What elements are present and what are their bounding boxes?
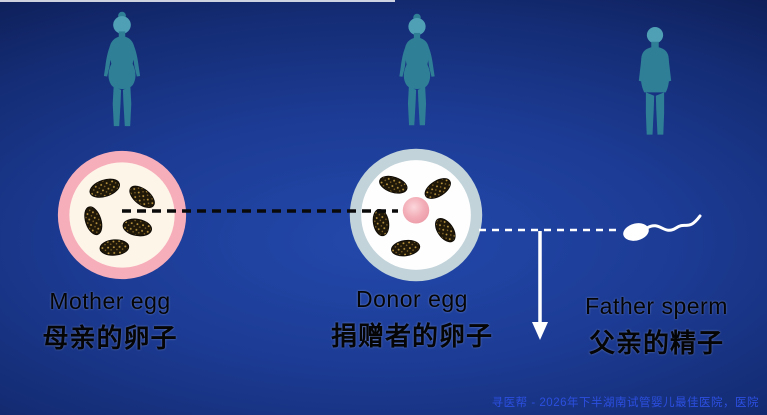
- mother-egg-icon: [57, 150, 187, 280]
- mother-egg: [55, 148, 189, 287]
- sperm-icon: [623, 214, 702, 241]
- donor-nucleus: [402, 197, 430, 224]
- father-sperm: [618, 202, 708, 259]
- mother-egg-label-zh: 母亲的卵子: [42, 323, 178, 353]
- donor-egg: [346, 145, 486, 290]
- donor-egg-label-zh: 捐赠者的卵子: [330, 321, 493, 351]
- top-edge-highlight: [0, 0, 395, 2]
- donor-egg-icon: [349, 148, 483, 282]
- female-silhouette-icon: [399, 13, 435, 126]
- fertilization-arrowhead: [532, 322, 548, 340]
- mother-figure: [94, 11, 150, 133]
- father-figure: [626, 26, 684, 143]
- male-silhouette-icon: [638, 26, 672, 135]
- mother-egg-label: Mother egg 母亲的卵子: [10, 288, 210, 355]
- donor-figure: [389, 13, 445, 132]
- female-silhouette-icon: [103, 11, 141, 127]
- watermark-text: 寻医帮 - 2026年下半湖南试管婴儿最佳医院，医院: [491, 397, 759, 409]
- donor-egg-label: Donor egg 捐赠者的卵子: [296, 286, 528, 353]
- father-sperm-label-zh: 父亲的精子: [588, 328, 724, 358]
- father-sperm-label-en: Father sperm: [585, 293, 728, 319]
- mother-egg-label-en: Mother egg: [49, 288, 171, 314]
- donor-egg-label-en: Donor egg: [356, 286, 468, 312]
- father-sperm-label: Father sperm 父亲的精子: [546, 293, 767, 360]
